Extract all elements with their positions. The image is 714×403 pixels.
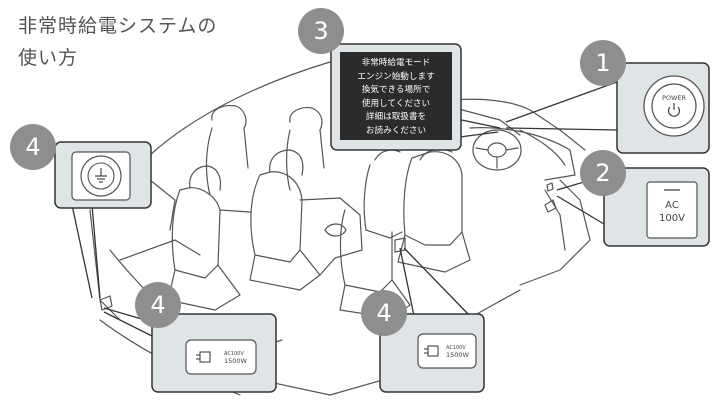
power-button-label: POWER [662,94,687,102]
callout-number-4-outlet-right: 4 [361,290,407,336]
emergency-mode-display: 非常時給電モード エンジン始動します 換気できる場所で 使用してください 詳細は… [340,52,452,140]
page-title: 非常時給電システムの 使い方 [18,15,218,69]
callout-2-panel [556,167,710,247]
outlet-right-label-line1: AC100V [446,345,466,351]
power-icon [667,103,681,117]
callout-number-3: 3 [298,8,344,54]
display-line: エンジン始動します [357,71,435,82]
callout-number-2: 2 [580,150,626,196]
outlet-right-label-line2: 1500W [446,351,470,359]
display-line: お読みください [365,125,427,136]
display-line: 非常時給電モード [361,58,431,68]
callout-4-outlet-left-panel [103,307,277,393]
outlet-left-label-line2: 1500W [224,357,248,365]
display-line: 換気できる場所で [361,85,431,96]
ac-outlet-label-line1: AC [665,200,679,211]
callout-number-1: 1 [580,40,626,86]
outlet-left-label-line1: AC100V [224,351,244,357]
callout-number-4-connector: 4 [10,124,56,170]
callout-4-connector-panel [54,141,152,299]
callout-4-outlet-right-panel [379,247,485,393]
outlet-left-text: AC100V 1500W [224,351,248,365]
callout-number-4-outlet-left: 4 [135,282,181,328]
display-line: 使用してください [361,98,431,109]
outlet-right-text: AC100V 1500W [446,345,470,359]
ac-outlet-label-line2: 100V [659,213,685,224]
display-line: 詳細は取扱書を [365,112,427,123]
